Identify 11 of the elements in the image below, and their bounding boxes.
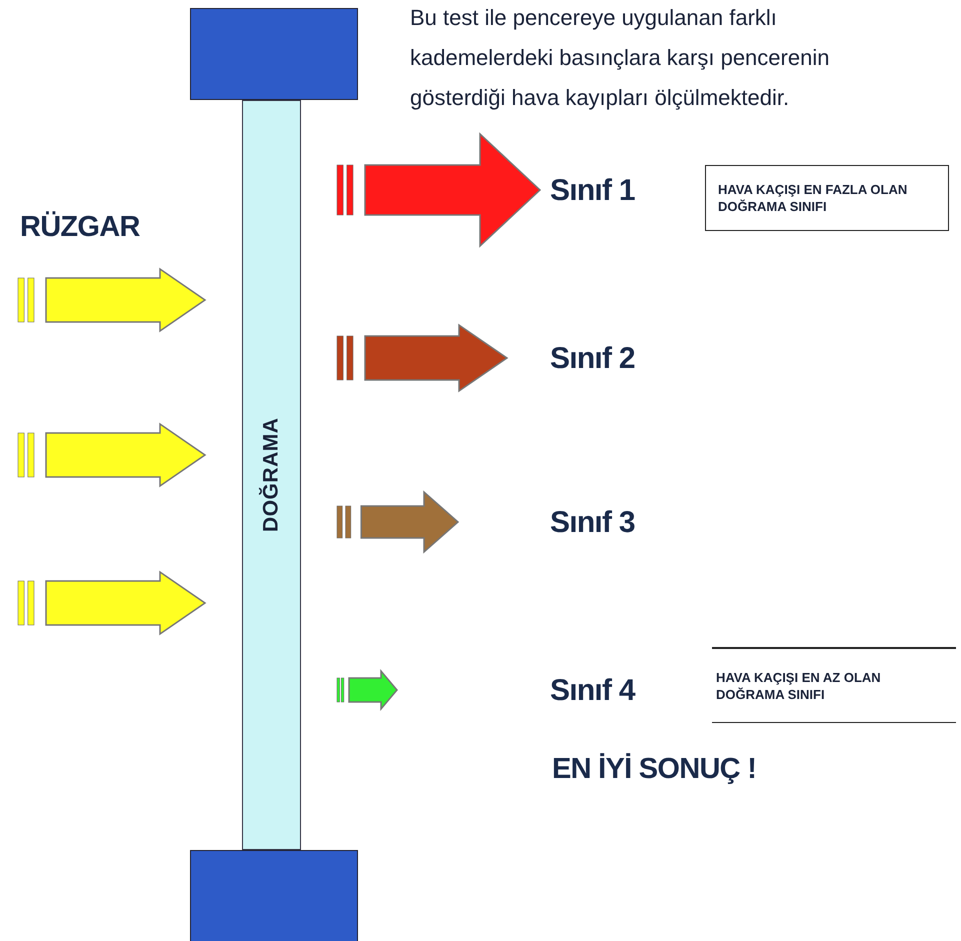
- class-label: Sınıf 1: [550, 168, 680, 212]
- frame-bar: [242, 100, 301, 850]
- intro-paragraph: Bu test ile pencereye uygulanan farklı kademelerdeki basınçlara karşı pencerenin gösterdiği hava kayıpları ölçülmektedir.: [410, 4, 830, 112]
- note-box: HAVA KAÇIŞI EN AZ OLAN DOĞRAMA SINIFI: [712, 647, 956, 723]
- wind-label: RÜZGAR: [20, 210, 140, 245]
- class-label: Sınıf 3: [550, 500, 680, 544]
- frame-label: DOĞRAMA: [258, 418, 284, 532]
- note-box: HAVA KAÇIŞI EN FAZLA OLAN DOĞRAMA SINIFI: [705, 165, 949, 231]
- result-label: EN İYİ SONUÇ !: [552, 752, 756, 787]
- class-label: Sınıf 4: [550, 668, 680, 712]
- class-label: Sınıf 2: [550, 336, 680, 380]
